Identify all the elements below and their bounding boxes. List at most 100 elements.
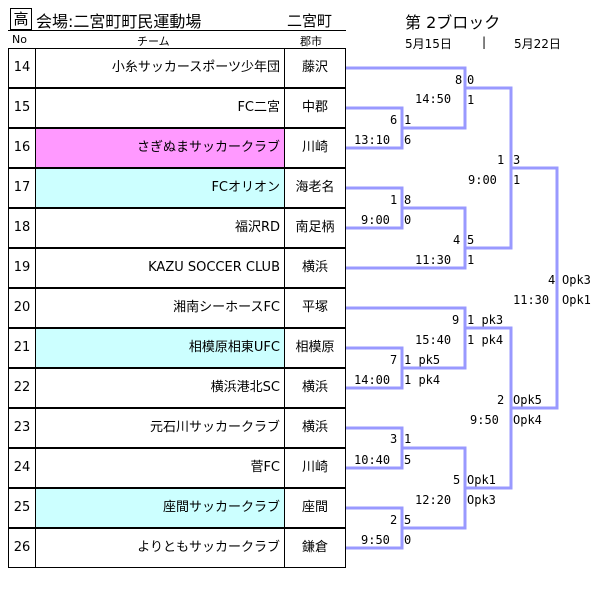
match-time: 9:50 bbox=[470, 413, 499, 427]
match-id: 1 bbox=[497, 153, 505, 167]
match-score: 1 bbox=[404, 432, 412, 446]
team-city: 川崎 bbox=[284, 449, 345, 487]
team-row: 17 FCオリオン海老名 bbox=[8, 168, 346, 208]
bracket-line bbox=[402, 446, 467, 530]
match-time: 12:20 bbox=[415, 493, 452, 507]
team-number: 26 bbox=[9, 529, 36, 567]
match-id: 2 bbox=[497, 393, 505, 407]
match-score: Opk1 bbox=[467, 473, 496, 487]
team-number: 14 bbox=[9, 49, 36, 87]
team-row: 20 湘南シーホースFC 平塚 bbox=[8, 288, 346, 328]
bracket-line bbox=[465, 86, 513, 250]
team-name: よりともサッカークラブ bbox=[137, 540, 280, 555]
team-number: 25 bbox=[9, 489, 36, 527]
team-city: 藤沢 bbox=[284, 49, 345, 87]
town-label: 二宮町 bbox=[287, 12, 333, 30]
col-city-header: 郡市 bbox=[300, 35, 322, 48]
team-city: 鎌倉 bbox=[284, 529, 345, 567]
match-time: 14:00 bbox=[354, 373, 391, 387]
match-score: 5 bbox=[404, 453, 412, 467]
team-name: 相模原相東UFC bbox=[188, 340, 280, 355]
match-time: 11:30 bbox=[415, 253, 452, 267]
team-name: 横浜港北SC bbox=[210, 380, 280, 395]
match-score: Opk4 bbox=[513, 413, 542, 427]
match-id: 3 bbox=[390, 432, 398, 446]
team-number: 15 bbox=[9, 89, 36, 127]
team-city: 横浜 bbox=[284, 369, 345, 407]
team-city: 川崎 bbox=[284, 129, 345, 167]
bracket-line bbox=[346, 66, 467, 130]
col-team-header: チーム bbox=[137, 35, 170, 48]
block-title: 第 2ブロック bbox=[405, 13, 501, 32]
team-city: 平塚 bbox=[284, 289, 345, 327]
team-city: 中郡 bbox=[284, 89, 345, 127]
team-city: 相模原 bbox=[284, 329, 345, 367]
team-name: 座間サッカークラブ bbox=[162, 500, 280, 515]
bracket-line bbox=[346, 306, 467, 370]
team-number: 19 bbox=[9, 249, 36, 287]
team-number: 22 bbox=[9, 369, 36, 407]
team-city: 海老名 bbox=[284, 169, 345, 207]
match-score: 1 bbox=[467, 93, 475, 107]
match-score: 8 bbox=[404, 193, 412, 207]
match-id: 2 bbox=[390, 513, 398, 527]
match-score: 1 pk4 bbox=[467, 333, 504, 347]
team-name: 福沢RD bbox=[234, 220, 280, 235]
match-time: 14:50 bbox=[415, 92, 452, 106]
match-id: 4 bbox=[453, 233, 461, 247]
match-score: 5 bbox=[404, 513, 412, 527]
team-name: KAZU SOCCER CLUB bbox=[148, 260, 280, 275]
match-id: 4 bbox=[548, 273, 556, 287]
match-score: Opk5 bbox=[513, 393, 542, 407]
match-id: 9 bbox=[452, 313, 460, 327]
team-number: 18 bbox=[9, 209, 36, 247]
venue-title: 会場:二宮町町民運動場 bbox=[36, 12, 202, 31]
team-row: 14 小糸サッカースポーツ少年団藤沢 bbox=[8, 48, 346, 88]
column-header-bar bbox=[8, 30, 346, 49]
match-time: 13:10 bbox=[354, 133, 391, 147]
match-id: 5 bbox=[453, 473, 461, 487]
team-name: 小糸サッカースポーツ少年団 bbox=[111, 60, 280, 75]
match-time: 10:40 bbox=[354, 453, 391, 467]
team-name: 湘南シーホースFC bbox=[173, 300, 280, 315]
date-separator: | bbox=[482, 35, 487, 49]
team-number: 24 bbox=[9, 449, 36, 487]
match-score: 0 bbox=[467, 73, 475, 87]
team-number: 23 bbox=[9, 409, 36, 447]
team-number: 16 bbox=[9, 129, 36, 167]
match-score: 0 bbox=[404, 213, 412, 227]
team-row: 15 FC二宮中郡 bbox=[8, 88, 346, 128]
match-score: 1 pk3 bbox=[467, 313, 504, 327]
match-score: 1 pk4 bbox=[404, 373, 441, 387]
bracket-line bbox=[346, 206, 467, 270]
team-name: 菅FC bbox=[250, 460, 280, 475]
match-score: Opk1 bbox=[562, 293, 591, 307]
match-score: 1 pk5 bbox=[404, 353, 441, 367]
match-time: 9:50 bbox=[361, 533, 390, 547]
match-id: 8 bbox=[455, 73, 463, 87]
match-time: 9:00 bbox=[361, 213, 390, 227]
level-box: 高 bbox=[10, 8, 32, 30]
team-name: FCオリオン bbox=[211, 180, 280, 195]
match-score: 3 bbox=[513, 153, 521, 167]
match-score: 1 bbox=[404, 113, 412, 127]
match-score: 1 bbox=[467, 253, 475, 267]
team-number: 17 bbox=[9, 169, 36, 207]
match-score: 6 bbox=[404, 133, 412, 147]
col-no-header: No bbox=[12, 33, 27, 46]
bracket-line bbox=[511, 166, 559, 410]
match-id: 1 bbox=[390, 193, 398, 207]
team-row: 22 横浜港北SC 横浜 bbox=[8, 368, 346, 408]
match-time: 15:40 bbox=[415, 333, 452, 347]
team-name: FC二宮 bbox=[237, 100, 280, 115]
team-number: 20 bbox=[9, 289, 36, 327]
team-name: さぎぬまサッカークラブ bbox=[136, 140, 280, 155]
team-city: 横浜 bbox=[284, 409, 345, 447]
team-city: 座間 bbox=[284, 489, 345, 527]
team-name: 元石川サッカークラブ bbox=[149, 420, 280, 435]
match-score: Opk3 bbox=[467, 493, 496, 507]
